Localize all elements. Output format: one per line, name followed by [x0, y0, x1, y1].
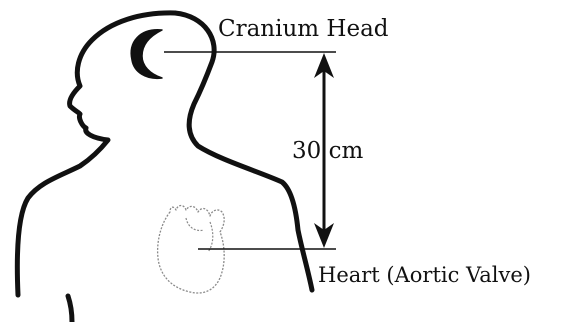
brain-icon [131, 30, 162, 78]
distance-label: 30 cm [292, 138, 363, 164]
heart-vessels [186, 218, 213, 252]
arm-stroke [68, 296, 72, 322]
cranium-head-label: Cranium Head [218, 16, 389, 42]
body-outline [17, 13, 175, 295]
heart-label: Heart (Aortic Valve) [318, 263, 531, 287]
